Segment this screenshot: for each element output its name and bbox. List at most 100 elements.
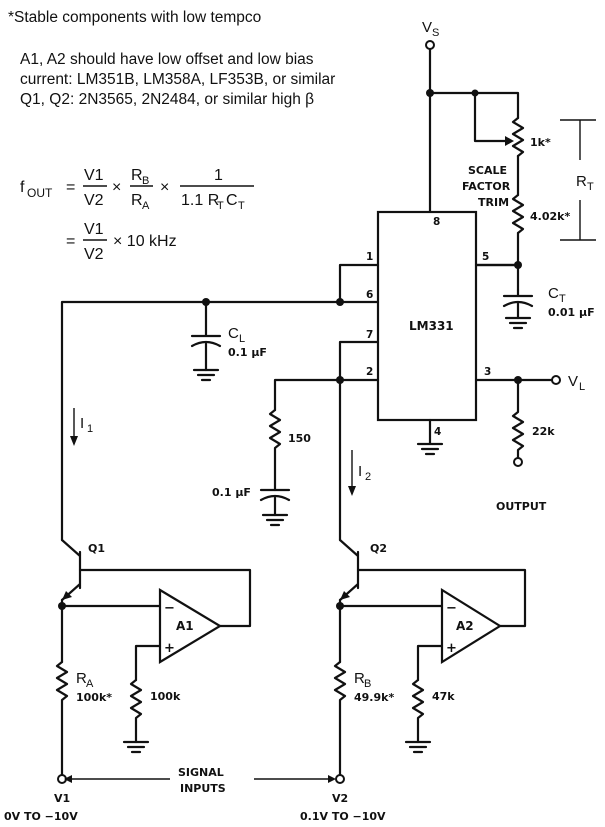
trim-wiper-wire	[473, 91, 507, 143]
cl-value: 0.1 μF	[228, 346, 267, 359]
vs-label-sub: S	[432, 27, 439, 39]
eq-ra-sub: A	[142, 200, 150, 212]
pin-6: 6	[366, 289, 373, 301]
eq-times-2: ×	[160, 179, 169, 196]
fout-equation: f OUT = V1 V2 × R B R A × 1 1.1 R T C T …	[20, 167, 254, 263]
rt-bracket	[560, 119, 596, 241]
label-trim: TRIM	[478, 196, 509, 209]
eq-ra: R	[131, 192, 143, 209]
cl-label-sub: L	[239, 333, 245, 345]
ct-value: 0.01 μF	[548, 306, 595, 319]
note-line3: current: LM351B, LM358A, LF353B, or simi…	[20, 71, 335, 88]
eq-rb: R	[131, 167, 143, 184]
v2-range: 0.1V TO −10V	[300, 810, 386, 823]
pin-1: 1	[366, 251, 373, 263]
ground-pin4-icon	[416, 418, 444, 456]
label-scale: SCALE	[468, 164, 507, 177]
eq-denom: 1.1 R	[181, 192, 219, 209]
rb-label: R	[354, 670, 365, 687]
vl-label: V	[568, 373, 578, 390]
inputs-label: INPUTS	[180, 782, 226, 795]
label-22k: 22k	[532, 425, 555, 438]
eq-v2b: V2	[84, 246, 104, 263]
pin-2: 2	[366, 366, 373, 378]
ct-label: C	[548, 285, 559, 302]
pin-3: 3	[484, 366, 491, 378]
i1-label-sub: 1	[87, 423, 93, 435]
svg-text:+: +	[164, 641, 175, 656]
ground-ct-icon	[504, 316, 532, 330]
resistor-rb	[333, 660, 347, 777]
eq-v2: V2	[84, 192, 104, 209]
eq-v1: V1	[84, 167, 104, 184]
resistor-4.02k	[511, 193, 525, 235]
eq-rb-sub: B	[142, 175, 149, 187]
capacitor-0.1uf	[259, 488, 291, 517]
opamp-a1: − +	[158, 588, 223, 664]
svg-text:−: −	[164, 601, 175, 616]
eq-fout-sub: OUT	[27, 186, 53, 200]
vl-label-sub: L	[579, 381, 585, 393]
ground-a1-icon	[122, 740, 150, 754]
label-100k: 100k	[150, 690, 181, 703]
lm331-chip	[376, 210, 478, 422]
v2-label: V2	[332, 792, 348, 805]
ground-cl-icon	[192, 368, 220, 382]
label-4.02k: 4.02k*	[530, 210, 570, 223]
label-47k: 47k	[432, 690, 455, 703]
rb-value: 49.9k*	[354, 691, 394, 704]
eq-fout: f	[20, 179, 25, 196]
i1-label: I	[80, 415, 84, 432]
i2-label-sub: 2	[365, 471, 371, 483]
transistor-q1	[60, 538, 252, 628]
note-line4: Q1, Q2: 2N3565, 2N2484, or similar high …	[20, 91, 314, 108]
ground-150-icon	[261, 513, 289, 527]
pin-7: 7	[366, 329, 373, 341]
label-1k: 1k*	[530, 136, 551, 149]
label-150: 150	[288, 432, 311, 445]
eq-v1b: V1	[84, 221, 104, 238]
note-line2: A1, A2 should have low offset and low bi…	[20, 51, 314, 68]
pin-8: 8	[433, 216, 440, 228]
eq-times-1: ×	[112, 179, 121, 196]
eq-equals-1: =	[66, 179, 75, 196]
cl-label: C	[228, 325, 239, 342]
svg-text:−: −	[446, 601, 457, 616]
ra-label-sub: A	[86, 678, 94, 690]
output-terminal	[513, 457, 523, 467]
q2-label: Q2	[370, 542, 387, 555]
ra-value: 100k*	[76, 691, 112, 704]
v2-terminal	[335, 774, 345, 784]
capacitor-ct	[502, 288, 534, 320]
c01-label: 0.1 μF	[212, 486, 251, 499]
label-factor: FACTOR	[462, 180, 511, 193]
opamp-a2: − +	[440, 588, 503, 664]
eq-tail: × 10 kHz	[113, 233, 177, 250]
rt-label: R	[576, 173, 587, 190]
resistor-ra	[55, 660, 69, 777]
resistor-100k	[129, 678, 143, 744]
pin-5: 5	[482, 251, 489, 263]
vs-label: V	[422, 19, 432, 36]
capacitor-cl	[190, 300, 222, 372]
v1-label: V1	[54, 792, 70, 805]
vs-terminal	[425, 40, 435, 50]
ic-label: LM331	[409, 319, 454, 333]
resistor-22k	[511, 378, 525, 460]
pin-4: 4	[434, 426, 441, 438]
resistor-1k	[511, 116, 525, 158]
vl-terminal	[551, 375, 561, 385]
eq-denom-sub2: T	[238, 200, 245, 212]
eq-denom-c: C	[226, 192, 238, 209]
ct-label-sub: T	[559, 293, 566, 305]
rt-label-sub: T	[587, 181, 594, 193]
v1-range: 0V TO −10V	[4, 810, 78, 823]
a2-label: A2	[456, 619, 474, 633]
ground-a2-icon	[404, 740, 432, 754]
resistor-150	[268, 408, 282, 492]
eq-denom-sub1: T	[217, 200, 224, 212]
resistor-47k	[411, 678, 425, 744]
wiper-arrow-icon	[505, 136, 514, 146]
eq-equals-2: =	[66, 233, 75, 250]
